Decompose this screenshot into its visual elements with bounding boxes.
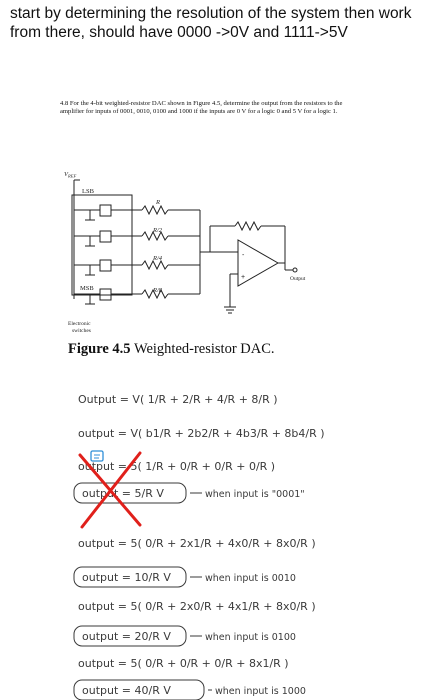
- switch-row-3: [74, 259, 200, 276]
- lsb-label: LSB: [82, 188, 95, 195]
- svg-text:+: +: [241, 274, 245, 281]
- resistor-r-label: R: [155, 199, 160, 206]
- answer-box-2: [73, 566, 187, 588]
- answer-box-4: [73, 679, 205, 700]
- question-text: start by determining the resolution of t…: [10, 5, 412, 41]
- switches-label-2: switches: [72, 328, 91, 334]
- hw-note-8: when input is 0100: [205, 632, 296, 643]
- comment-icon: [90, 450, 104, 462]
- switches-label-1: Electronic: [68, 321, 91, 327]
- hw-line-8: output = 20/R V: [82, 630, 171, 643]
- output-label: Output: [290, 276, 306, 282]
- hw-line-5: output = 5( 0/R + 2x1/R + 4x0/R + 8x0/R …: [78, 537, 316, 550]
- weighted-resistor-dac-diagram: VREF LSB MSB R R/2 R/4 R/8 Output Electr…: [64, 171, 306, 334]
- svg-text:-: -: [242, 252, 245, 259]
- hw-line-1: Output = V( 1/R + 2/R + 4/R + 8/R ): [78, 393, 278, 406]
- hw-line-10: output = 40/R V: [82, 684, 171, 697]
- hw-note-4: when input is "0001": [205, 489, 305, 500]
- switch-row-4: [74, 288, 200, 305]
- vref-label: VREF: [64, 171, 76, 179]
- answer-box-1: [73, 482, 187, 504]
- op-amp-symbol: [237, 239, 280, 287]
- hw-line-3: output = 5( 1/R + 0/R + 0/R + 0/R ): [78, 460, 275, 473]
- resistor-r8-label: R/8: [152, 287, 163, 294]
- switch-row-1: [74, 204, 200, 221]
- switch-row-2: [74, 230, 200, 247]
- textbook-problem: 4.8 For the 4-bit weighted-resistor DAC …: [60, 100, 343, 115]
- hw-line-9: output = 5( 0/R + 0/R + 0/R + 8x1/R ): [78, 657, 289, 670]
- handwritten-work: Output = V( 1/R + 2/R + 4/R + 8/R ) outp…: [73, 393, 325, 700]
- hw-line-4: output = 5/R V: [82, 487, 164, 500]
- hw-line-6: output = 10/R V: [82, 571, 171, 584]
- figure-caption: Figure 4.5 Weighted-resistor DAC.: [68, 341, 275, 357]
- answer-box-3: [73, 625, 187, 647]
- red-cross-mark: [78, 451, 142, 529]
- hw-note-6: when input is 0010: [205, 573, 296, 584]
- hw-line-2: output = V( b1/R + 2b2/R + 4b3/R + 8b4/R…: [78, 427, 325, 440]
- hw-line-7: output = 5( 0/R + 2x0/R + 4x1/R + 8x0/R …: [78, 600, 316, 613]
- hw-note-10: when input is 1000: [215, 686, 306, 697]
- msb-label: MSB: [80, 285, 94, 292]
- resistor-r4-label: R/4: [152, 255, 163, 262]
- resistor-r2-label: R/2: [152, 227, 163, 234]
